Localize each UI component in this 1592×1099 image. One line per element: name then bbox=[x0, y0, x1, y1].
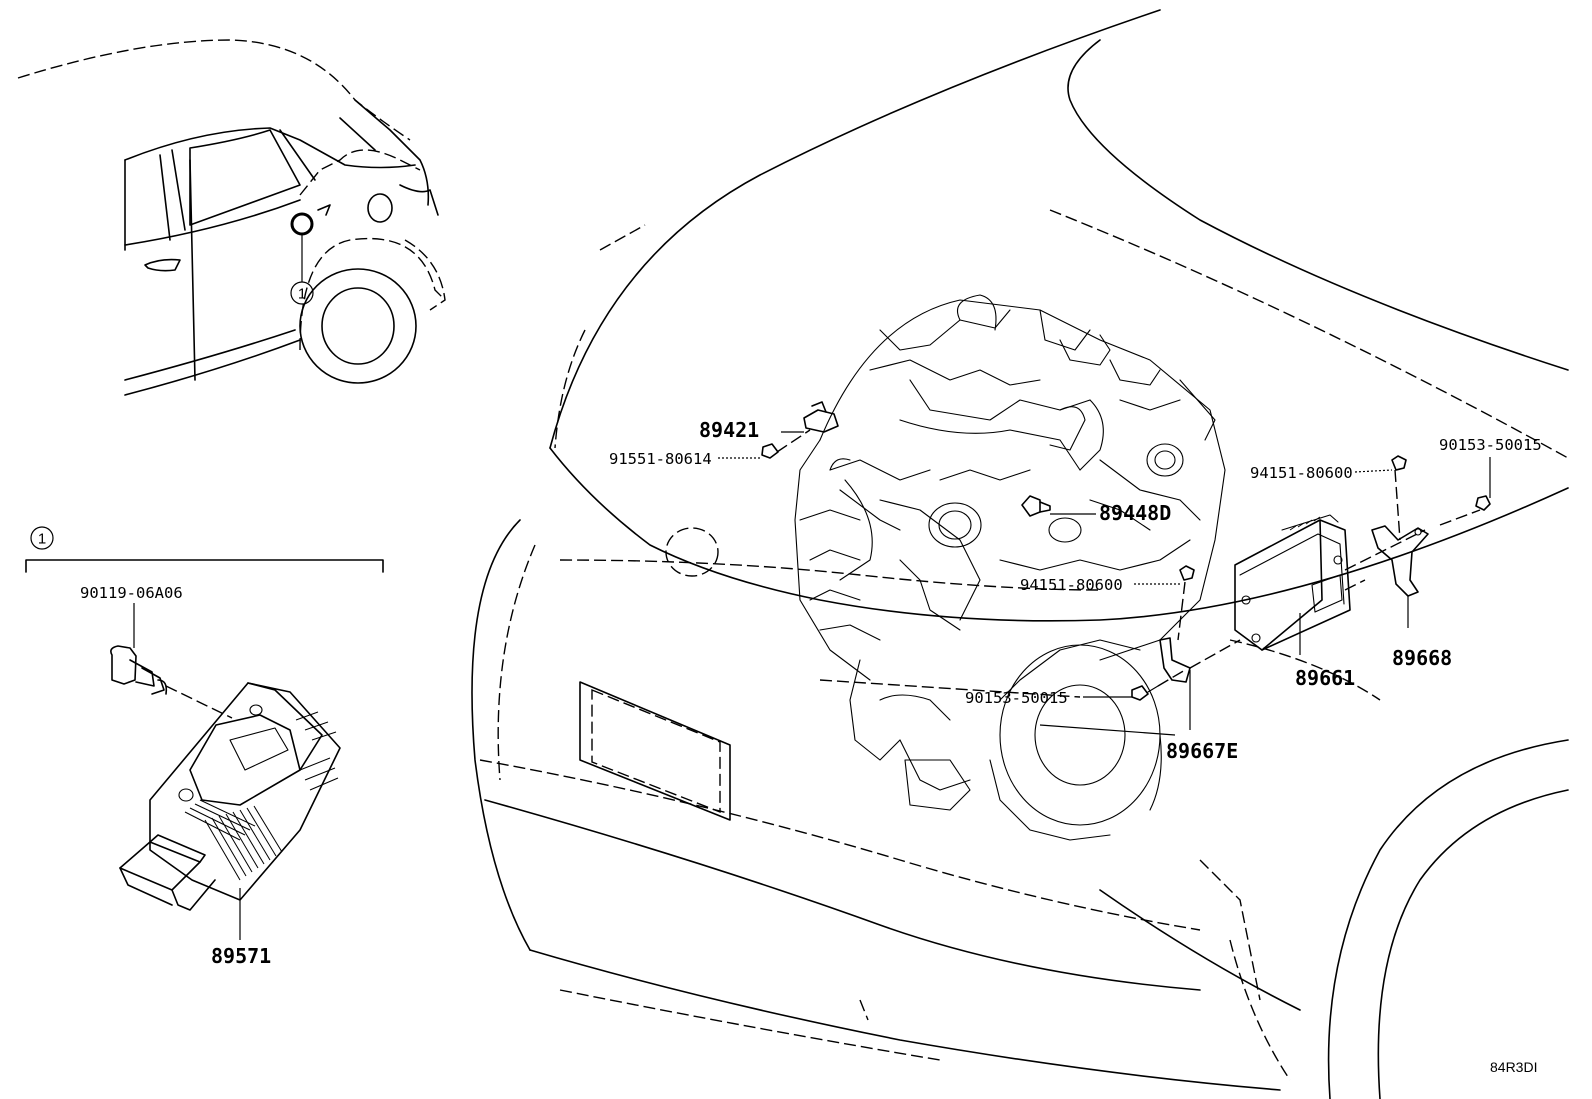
module-89571-icon bbox=[119, 682, 341, 911]
part-number-89448D: 89448D bbox=[1099, 501, 1171, 525]
nut-94151-top-icon bbox=[1391, 455, 1407, 471]
ecu-89661-icon bbox=[1234, 514, 1351, 651]
engine-assembly bbox=[794, 294, 1226, 841]
bracket-89668-icon bbox=[1371, 525, 1429, 597]
part-number-90119-06A06: 90119-06A06 bbox=[80, 584, 183, 602]
vehicle-front-body bbox=[471, 9, 1569, 1099]
callout-circle-icon bbox=[290, 281, 314, 305]
drawing-code: 84R3DI bbox=[1490, 1059, 1537, 1075]
bolt-90153-top-icon bbox=[1475, 495, 1491, 511]
inset-callout-symbol: 1 bbox=[38, 531, 46, 548]
part-number-89667E: 89667E bbox=[1166, 739, 1238, 763]
part-number-90153-50015-mid: 90153-50015 bbox=[965, 689, 1068, 707]
part-number-89421: 89421 bbox=[699, 418, 759, 442]
location-marker-icon bbox=[290, 212, 314, 236]
part-number-89668: 89668 bbox=[1392, 646, 1452, 670]
part-number-94151-80600-top: 94151-80600 bbox=[1250, 464, 1353, 482]
sensor-89448d-icon bbox=[1021, 495, 1051, 517]
callout-symbol: 1 bbox=[298, 286, 306, 303]
bracket-89667e-icon bbox=[1159, 637, 1191, 683]
inset-group: 1 bbox=[25, 526, 384, 968]
bolt-91551-icon bbox=[761, 443, 779, 459]
nut-94151-mid-icon bbox=[1179, 565, 1195, 581]
car-side-view: 1 bbox=[17, 39, 446, 396]
bolt-90153-mid-icon bbox=[1131, 685, 1159, 701]
sensor-89421-icon bbox=[803, 401, 839, 433]
part-number-90153-50015-top: 90153-50015 bbox=[1439, 436, 1542, 454]
inset-callout-circle-icon bbox=[30, 526, 54, 550]
part-number-91551-80614: 91551-80614 bbox=[609, 450, 712, 468]
bolt-icon bbox=[110, 645, 168, 695]
part-number-94151-80600-mid: 94151-80600 bbox=[1020, 576, 1123, 594]
part-number-89571: 89571 bbox=[211, 944, 271, 968]
part-number-89661: 89661 bbox=[1295, 666, 1355, 690]
